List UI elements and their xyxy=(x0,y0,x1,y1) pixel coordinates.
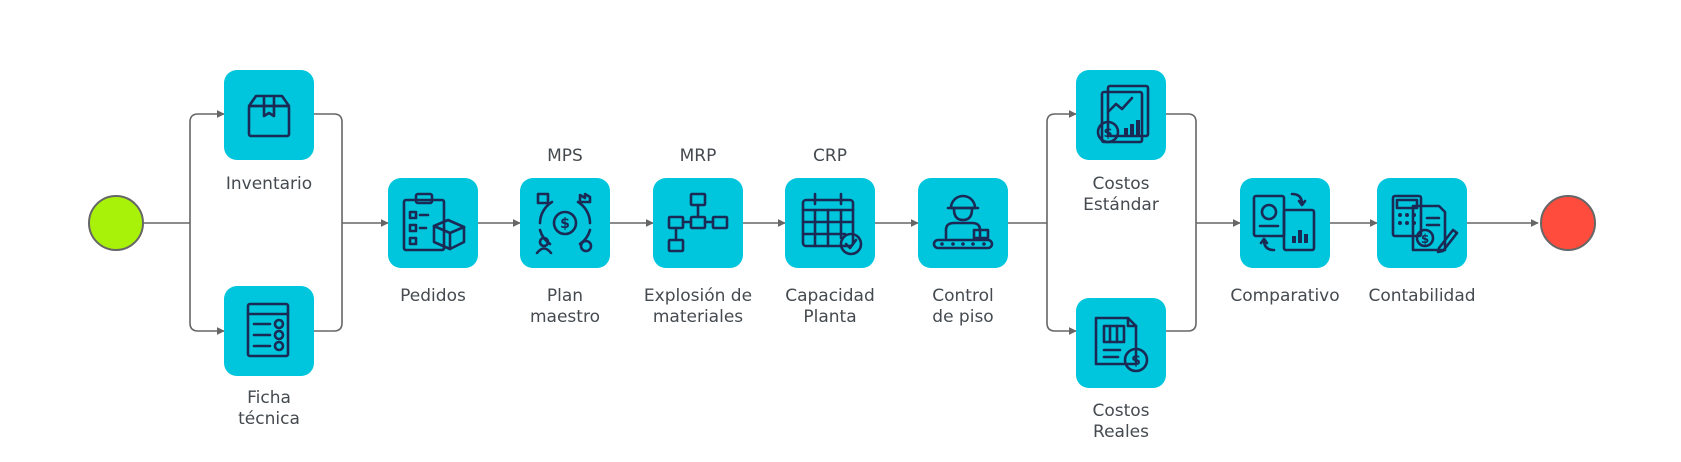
connector-from-inventario xyxy=(314,113,343,223)
node-costos-estandar[interactable]: $ xyxy=(1076,70,1166,160)
checklist-icon xyxy=(246,302,290,358)
cost-document-icon: $ xyxy=(1094,316,1149,373)
svg-text:$: $ xyxy=(1421,232,1429,246)
hierarchy-icon xyxy=(667,192,729,253)
node-inventario[interactable] xyxy=(224,70,314,160)
start-event xyxy=(88,195,144,251)
node-explosion-materiales[interactable] xyxy=(653,178,743,268)
label-contabilidad: Contabilidad xyxy=(1368,286,1476,306)
label-crp: CRP xyxy=(813,146,847,166)
end-event xyxy=(1540,195,1596,251)
node-costos-reales[interactable]: $ xyxy=(1076,298,1166,388)
connector-to-estandar xyxy=(1046,110,1077,223)
compare-docs-icon xyxy=(1252,192,1316,252)
label-mrp: MRP xyxy=(679,146,717,166)
node-comparativo[interactable] xyxy=(1240,178,1330,268)
connector-to-ficha xyxy=(189,223,225,335)
node-contabilidad[interactable]: $ xyxy=(1377,178,1467,268)
label-pedidos: Pedidos xyxy=(400,286,466,306)
connector-from-ficha xyxy=(314,223,343,332)
node-plan-maestro[interactable]: $ xyxy=(520,178,610,268)
order-clipboard-icon xyxy=(402,192,466,252)
cost-report-icon: $ xyxy=(1096,84,1150,144)
label-mps: MPS xyxy=(547,146,583,166)
connector-to-reales xyxy=(1046,223,1077,335)
label-comparativo: Comparativo xyxy=(1230,286,1340,306)
svg-text:$: $ xyxy=(1103,126,1112,141)
label-inventario: Inventario xyxy=(225,174,313,194)
connector-to-inventario xyxy=(189,110,225,223)
accounting-icon: $ xyxy=(1391,194,1459,254)
connector-from-reales xyxy=(1166,223,1197,332)
plan-cycle-icon: $ xyxy=(535,192,593,255)
node-capacidad-planta[interactable] xyxy=(785,178,875,268)
calendar-check-icon xyxy=(801,192,863,256)
node-pedidos[interactable] xyxy=(388,178,478,268)
node-ficha-tecnica[interactable] xyxy=(224,286,314,376)
svg-text:$: $ xyxy=(1131,353,1141,369)
worker-conveyor-icon xyxy=(932,194,994,250)
svg-text:$: $ xyxy=(560,216,570,232)
box-icon xyxy=(247,94,291,138)
node-control-piso[interactable] xyxy=(918,178,1008,268)
connector-from-estandar xyxy=(1166,113,1197,223)
